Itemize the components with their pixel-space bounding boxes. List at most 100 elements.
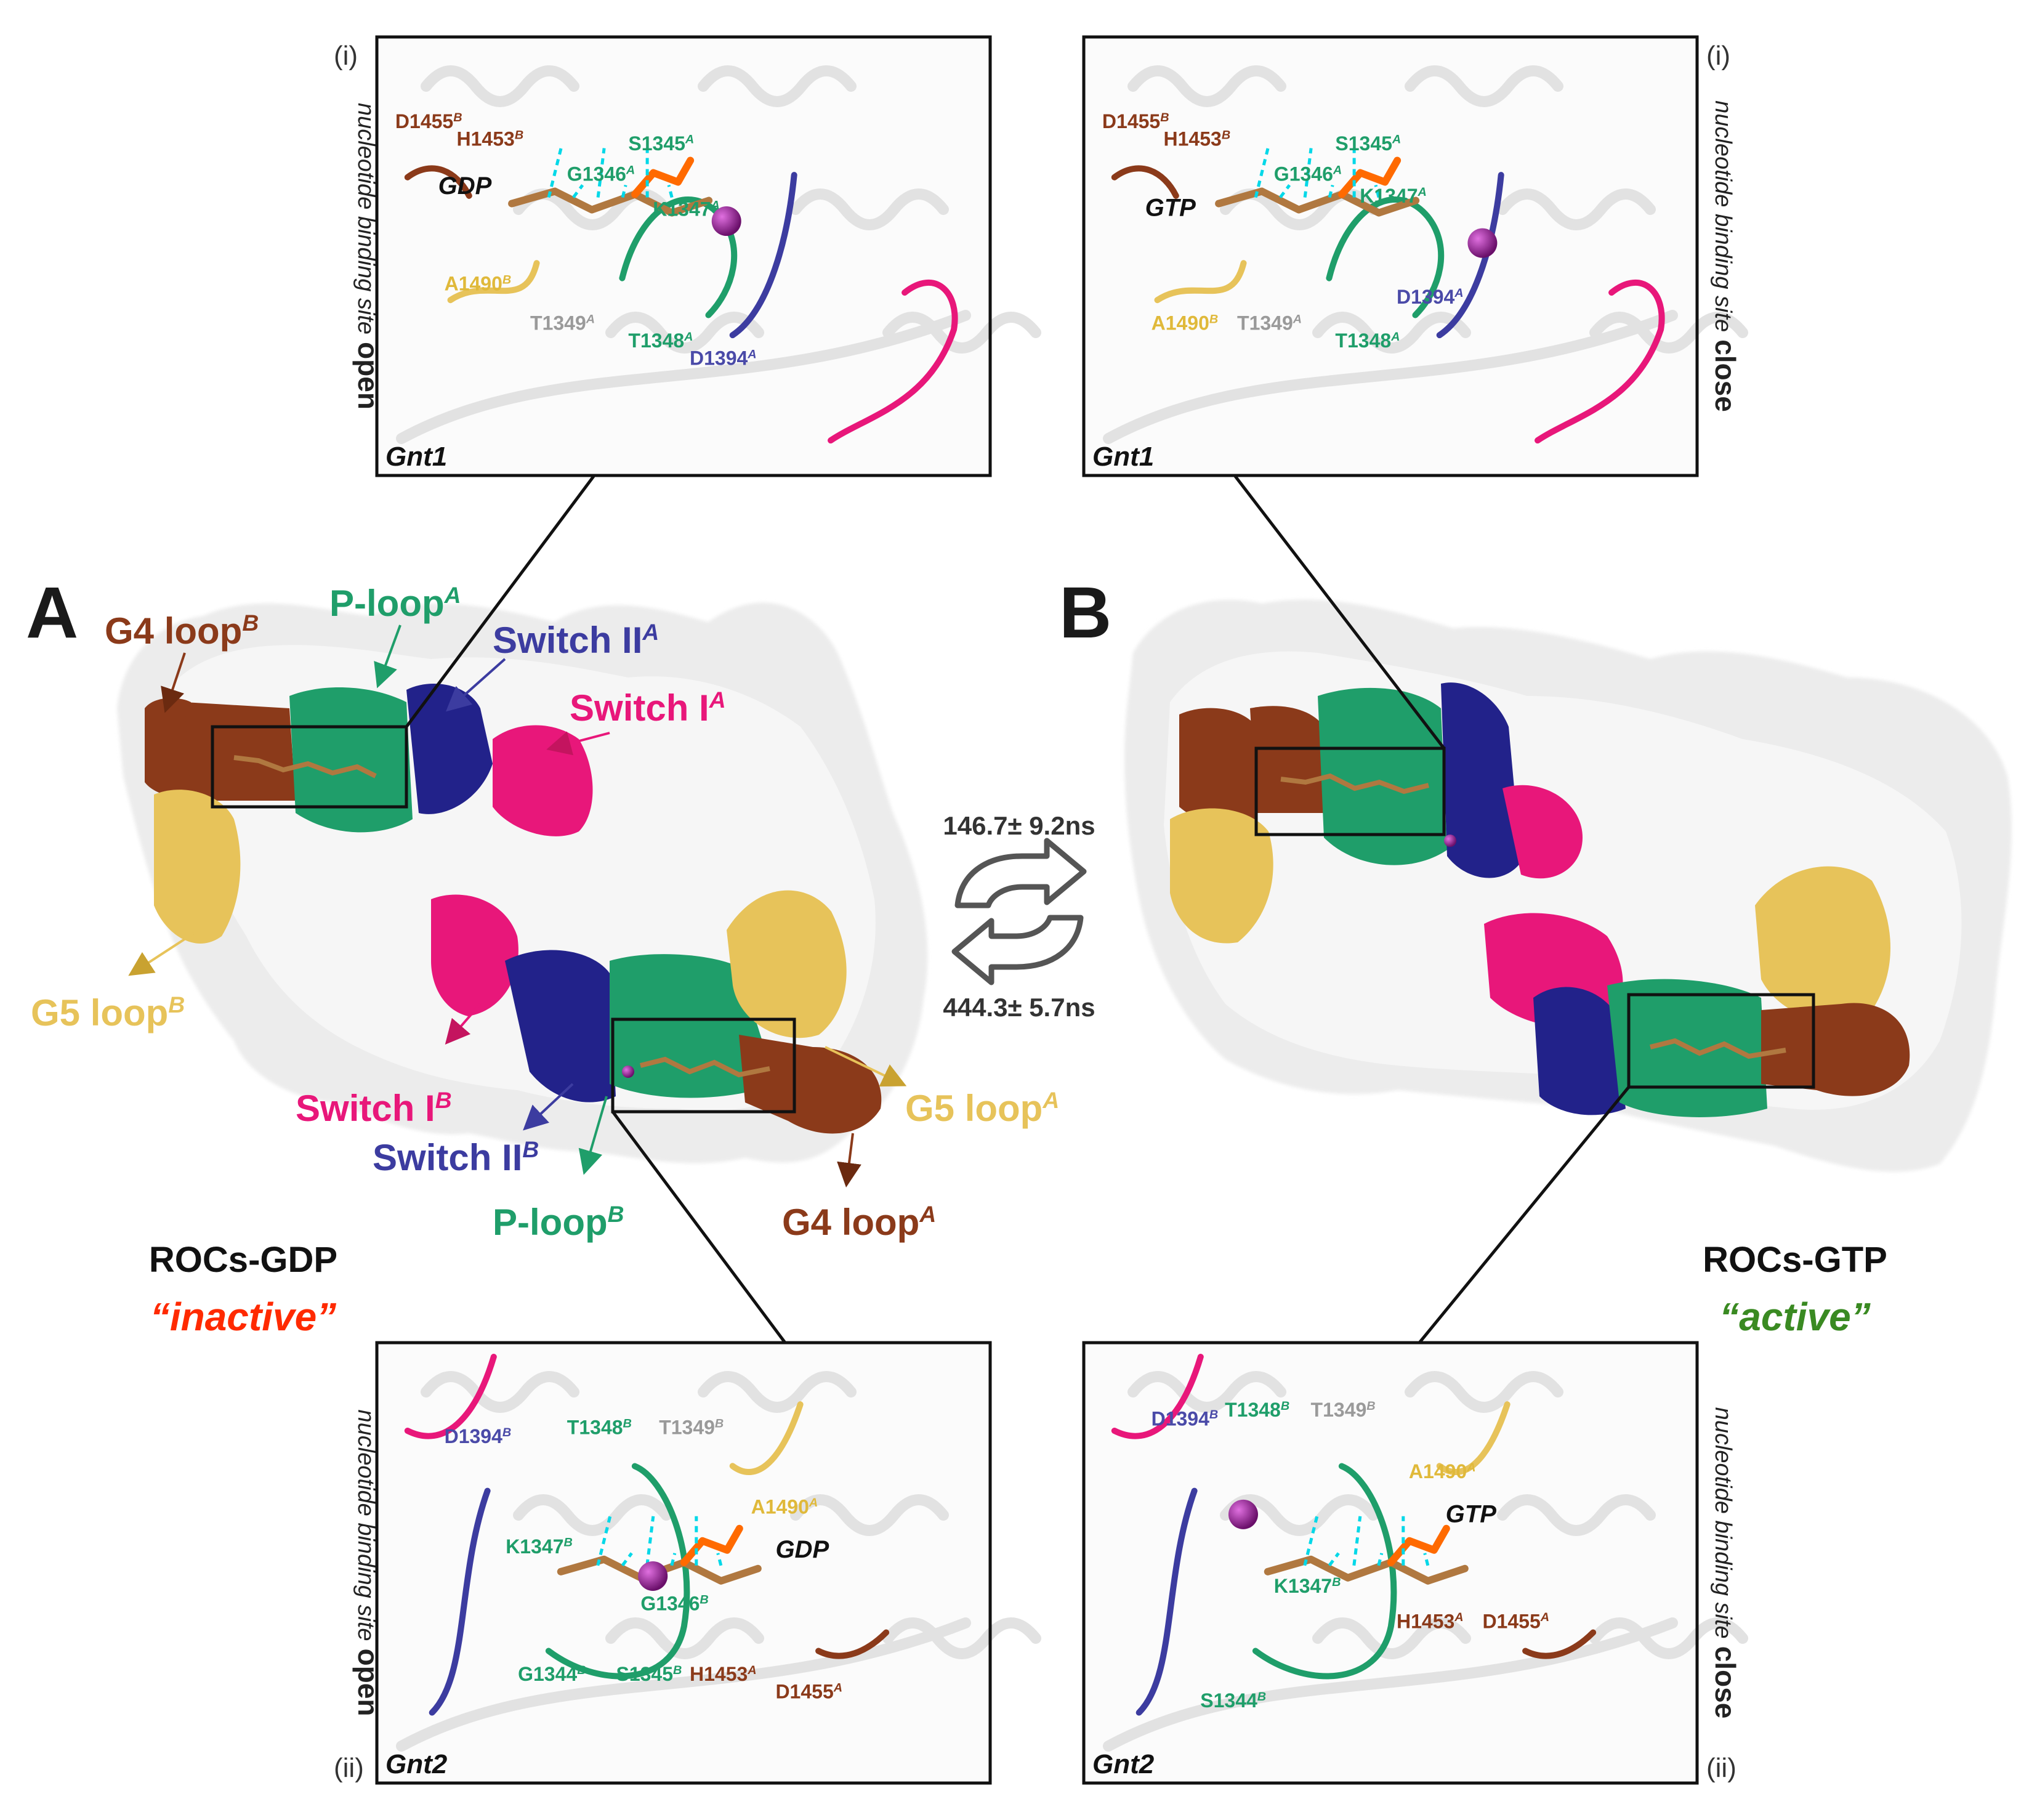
selection-box-gnt1-a — [211, 725, 408, 809]
label-g5-loop-a-arrow — [825, 1046, 907, 1087]
residue-label: G1346B — [640, 1593, 708, 1615]
residue-label-superscript: A — [711, 198, 720, 212]
residue-label-base: G1344 — [518, 1663, 577, 1685]
interface-label: Gnt1 — [385, 442, 447, 472]
inset-numeral: (i) — [334, 41, 358, 71]
residue-label-superscript: A — [1466, 1461, 1475, 1474]
binding-site-caption: nucleotide binding siteclose — [1709, 100, 1741, 412]
residue-label-superscript: B — [1332, 1575, 1341, 1589]
residue-label-base: A1490 — [751, 1495, 809, 1518]
residue-label-base: T1348 — [567, 1417, 623, 1439]
residue-label-base: K1347 — [653, 198, 711, 220]
transition-cycle: 146.7± 9.2ns 444.3± 5.7ns — [943, 811, 1095, 1022]
residue-label-base: S1345 — [616, 1663, 673, 1685]
label-switch1-a: Switch IA — [570, 687, 726, 729]
label-switch2-b-arrow — [523, 1083, 574, 1131]
residue-label-superscript: A — [1454, 286, 1463, 300]
surface-rocs-gdp — [117, 602, 928, 1163]
residue-label-superscript: A — [1418, 185, 1427, 199]
residue-label: A1490A — [751, 1495, 818, 1518]
residue-label: A1490B — [1152, 312, 1219, 334]
binding-site-text: nucleotide binding site — [353, 103, 379, 334]
residue-label-base: A1490 — [445, 273, 502, 295]
residue-label: T1349A — [1237, 312, 1302, 334]
label-switch2-a-base: Switch II — [493, 620, 642, 661]
binding-site-state: open — [352, 342, 384, 410]
ligand-label: GDP — [775, 1536, 829, 1563]
gtp-ligand-sticks — [1650, 1038, 1786, 1059]
residue-label-base: D1455 — [1482, 1610, 1540, 1632]
binding-site-caption: nucleotide binding siteopen — [352, 1410, 384, 1717]
ligand-label: GTP — [1446, 1501, 1497, 1528]
label-p-loop-a-arrow — [374, 625, 401, 689]
residue-label-superscript: A — [685, 133, 694, 147]
inset-frame — [375, 35, 992, 477]
residue-label-superscript: B — [1366, 1399, 1375, 1413]
residue-label-superscript: A — [1540, 1611, 1549, 1624]
residue-label-superscript: A — [586, 312, 595, 326]
mg-ion — [1228, 1499, 1258, 1529]
label-p-loop-a-base: P-loop — [329, 583, 445, 624]
panel-letter-b: B — [1059, 572, 1111, 653]
residue-label-superscript: A — [1454, 1611, 1463, 1624]
residue-label: D1455A — [1482, 1610, 1549, 1632]
residue-label: H1453A — [690, 1663, 757, 1685]
hydrogen-bonds — [1303, 1516, 1430, 1567]
right-state-name: ROCs-GTP — [1703, 1240, 1887, 1280]
hydrogen-bonds — [547, 147, 674, 199]
residue-label-superscript: B — [1222, 128, 1230, 142]
binding-site-state: open — [352, 1649, 384, 1717]
residue-label-base: A1490 — [1152, 312, 1209, 334]
residue-label: S1345A — [1335, 132, 1401, 155]
label-g4-loop-a: G4 loopA — [782, 1201, 936, 1243]
binding-site-caption: nucleotide binding site open — [352, 103, 384, 410]
ligand-label: GDP — [438, 172, 492, 200]
label-p-loop-b: P-loopB — [493, 1201, 624, 1243]
residue-label-superscript: B — [1257, 1690, 1266, 1704]
label-g5-loop-b-base: G5 loop — [31, 992, 168, 1033]
label-switch1-b-arrow — [445, 1003, 482, 1045]
residue-label: D1394B — [445, 1425, 512, 1447]
forward-transition-time: 146.7± 9.2ns — [943, 811, 1095, 840]
residue-label: H1453A — [1397, 1610, 1464, 1632]
binding-loops — [404, 165, 958, 444]
residue-label: A1490B — [445, 273, 512, 295]
residue-label-base: D1394 — [1397, 286, 1455, 308]
label-g4-loop-a-superscript: A — [919, 1201, 936, 1227]
residue-label-base: D1455 — [1102, 110, 1160, 132]
label-g5-loop-a-superscript: A — [1042, 1087, 1059, 1113]
label-g5-loop-b-arrow — [128, 932, 195, 976]
residue-label-base: T1348 — [1225, 1399, 1281, 1421]
mg-ion — [711, 206, 741, 237]
nucleotide-sticks — [508, 156, 713, 217]
label-p-loop-a-superscript: A — [444, 582, 461, 608]
nucleotide-sticks — [1215, 156, 1420, 217]
label-switch1-b: Switch IB — [296, 1087, 452, 1129]
hydrogen-bonds — [596, 1516, 723, 1567]
label-g4-loop-b-superscript: B — [242, 610, 259, 636]
cycle-arrows-icon — [951, 838, 1087, 985]
interface-label: Gnt2 — [1092, 1749, 1155, 1779]
residue-label-superscript: B — [563, 1536, 572, 1550]
residue-label: T1349A — [530, 312, 595, 334]
residue-label-base: T1348 — [628, 330, 684, 352]
residue-label: T1348B — [1225, 1399, 1289, 1421]
residue-label-superscript: B — [623, 1417, 632, 1431]
residue-label-base: D1394 — [445, 1425, 503, 1447]
residue-label: G1344B — [518, 1663, 586, 1685]
inset-numeral: (ii) — [1706, 1753, 1736, 1783]
residue-label-superscript: B — [1209, 312, 1218, 326]
ligand-label: GTP — [1145, 195, 1196, 222]
left-state-activity: “inactive” — [150, 1295, 336, 1339]
residue-label-base: H1453 — [690, 1663, 748, 1685]
label-g4-loop-a-base: G4 loop — [782, 1202, 919, 1243]
label-g5-loop-b: G5 loopB — [31, 992, 185, 1033]
residue-label-superscript: B — [515, 128, 523, 142]
label-switch2-a-arrow — [446, 658, 506, 712]
residue-label: K1347B — [1274, 1575, 1341, 1597]
protein-cartoon — [396, 1371, 1041, 1752]
